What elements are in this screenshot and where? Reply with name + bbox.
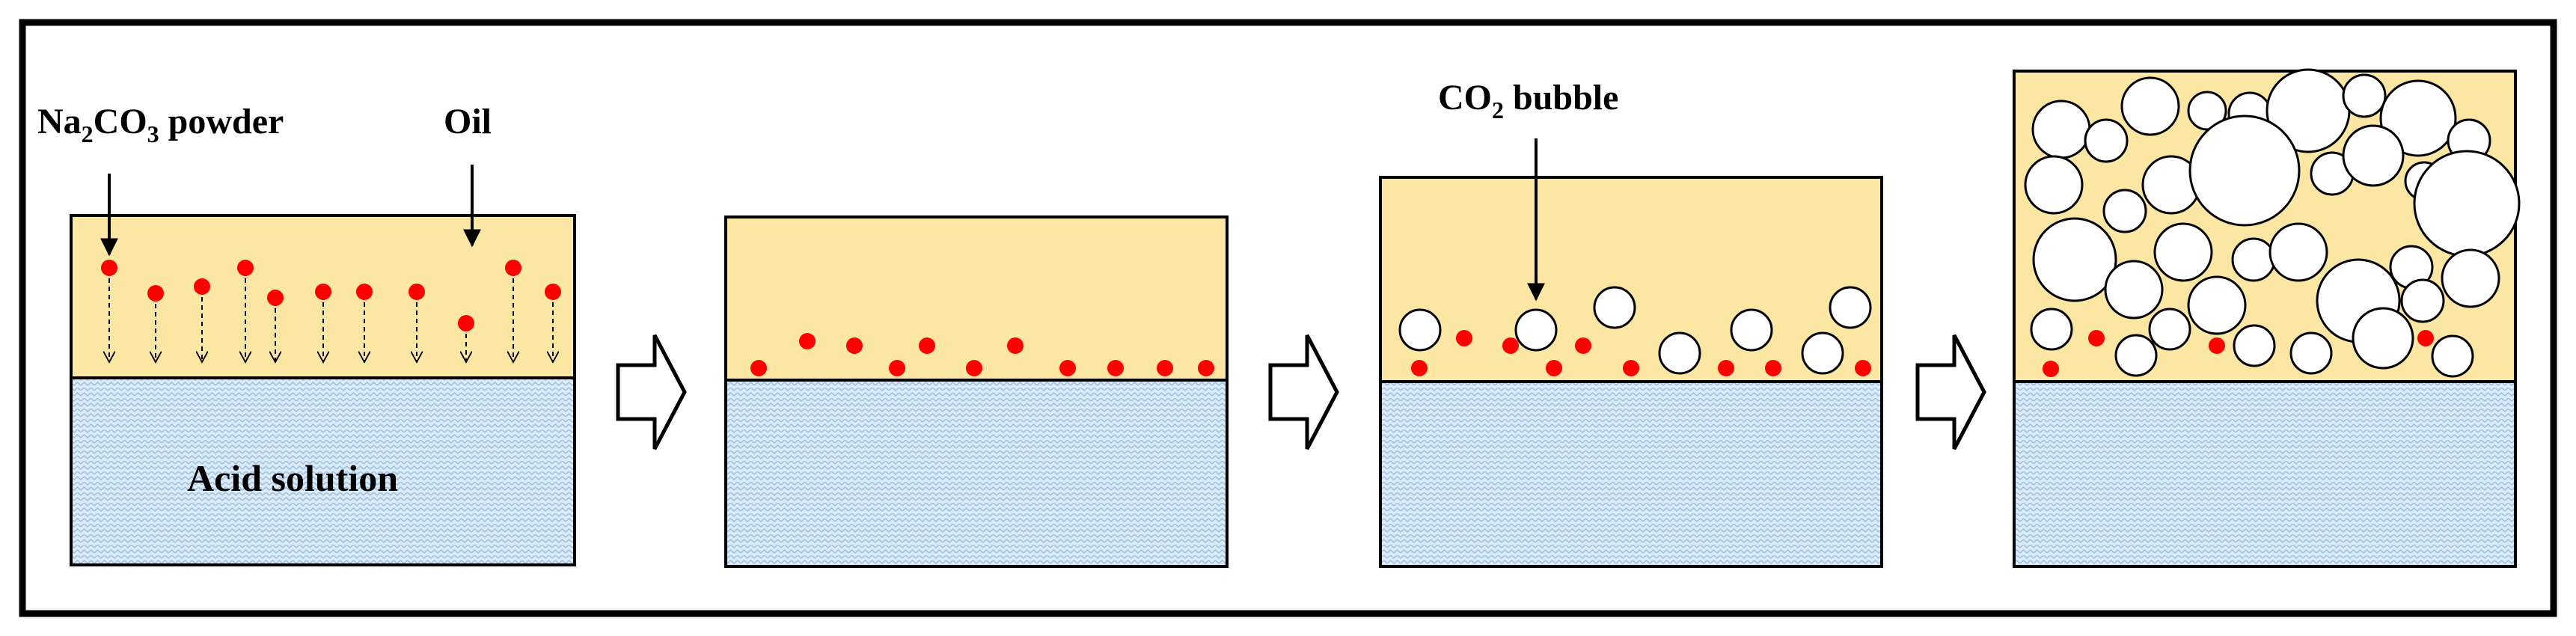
co2-bubble (2431, 334, 2474, 378)
acid-layer (1380, 382, 1882, 566)
acid-label: Acid solution (187, 457, 398, 499)
na2co3-particle (1007, 337, 1024, 354)
co2-bubble (1730, 308, 1773, 352)
co2-bubble (2342, 124, 2405, 187)
container-outline (1379, 176, 1883, 568)
na2co3-particle (846, 337, 863, 354)
na2co3-particle (315, 284, 331, 300)
co2-bubble (2120, 76, 2180, 136)
co2-bubble (2032, 217, 2117, 302)
co2-bubble (2441, 248, 2500, 308)
na2co3-particle (1502, 337, 1519, 354)
co2-bubble (2352, 307, 2414, 370)
oil-label: Oil (444, 102, 492, 141)
co2-bubble (1658, 331, 1701, 375)
na2co3-particle (919, 337, 935, 354)
na2co3-particle (1107, 360, 1124, 376)
co2-bubble (2187, 275, 2247, 335)
co2-bubble (1801, 331, 1844, 375)
container-outline (724, 215, 1229, 568)
acid-layer (71, 378, 575, 565)
co2-bubble (1514, 308, 1558, 352)
na2co3-particle (267, 290, 284, 306)
co2-bubble (2379, 79, 2457, 157)
acid-layer (726, 380, 1227, 566)
process-arrow (1268, 334, 1339, 450)
co2-bubble (2188, 114, 2301, 227)
co2-bubble (2268, 222, 2328, 282)
settled-particles (750, 333, 1214, 376)
na2co3-particle (1411, 360, 1428, 376)
co2-bubble (2104, 260, 2164, 319)
na2co3-particle (966, 360, 982, 376)
oil-layer (726, 217, 1227, 380)
co2-bubble (2024, 155, 2084, 215)
na2co3-particle (750, 360, 767, 376)
na2co3-particle (505, 260, 521, 276)
co2-bubble (2289, 331, 2333, 375)
container-outline (70, 214, 576, 566)
na2co3-particle (1059, 360, 1076, 376)
bubble-label: CO2 bubble (1438, 78, 1618, 123)
co2-bubble (2102, 189, 2147, 233)
reacting-particles (1411, 330, 1871, 376)
co2-bubble (2030, 308, 2073, 351)
na2co3-particle (2088, 330, 2105, 346)
bubbles (1398, 286, 1872, 375)
na2co3-particle (458, 315, 474, 331)
co2-bubble (1398, 308, 1442, 352)
co2-bubble (2231, 237, 2276, 282)
na2co3-particle (194, 278, 210, 295)
powder-label: Na2CO3 powder (37, 102, 284, 147)
na2co3-particle (1575, 337, 1591, 354)
na2co3-particle (889, 360, 905, 376)
na2co3-particle (409, 284, 425, 300)
na2co3-particle (545, 284, 561, 300)
na2co3-particle (237, 260, 254, 276)
na2co3-particle (2209, 337, 2225, 354)
oil-layer (1380, 177, 1882, 382)
stage-3-panel (1379, 176, 1883, 568)
co2-bubble (1829, 286, 1872, 329)
co2-bubble (2153, 222, 2213, 282)
co2-bubble (2233, 324, 2276, 367)
na2co3-particle (1456, 330, 1472, 346)
co2-bubble (1593, 286, 1636, 329)
na2co3-particle (1855, 360, 1871, 376)
na2co3-particle (356, 284, 373, 300)
na2co3-particle (2043, 361, 2059, 377)
na2co3-particle (1623, 360, 1639, 376)
na2co3-particle (147, 285, 164, 302)
co2-bubble (2084, 118, 2129, 163)
co2-bubble (2413, 150, 2521, 257)
stage-1-panel (70, 214, 576, 566)
remaining-particles (2043, 330, 2434, 377)
container-outline (2013, 70, 2517, 568)
co2-bubble (2148, 308, 2191, 351)
na2co3-particle (1546, 360, 1562, 376)
stage-2-panel (724, 215, 1229, 568)
na2co3-particle (1718, 360, 1734, 376)
falling-particles (101, 260, 561, 362)
na2co3-particle (101, 260, 117, 276)
co2-bubble (2400, 278, 2445, 323)
na2co3-particle (1765, 360, 1781, 376)
na2co3-particle (1198, 360, 1214, 376)
process-arrow (616, 334, 687, 450)
na2co3-particle (2417, 330, 2434, 346)
na2co3-particle (1157, 360, 1173, 376)
process-arrow (1915, 334, 1986, 450)
co2-bubble (2114, 334, 2158, 377)
co2-bubble (2342, 73, 2387, 118)
acid-layer (2014, 382, 2515, 566)
foam-bubbles (2024, 68, 2521, 378)
stage-4-panel (2013, 68, 2521, 568)
na2co3-particle (799, 333, 816, 349)
co2-bubble (2031, 100, 2091, 159)
